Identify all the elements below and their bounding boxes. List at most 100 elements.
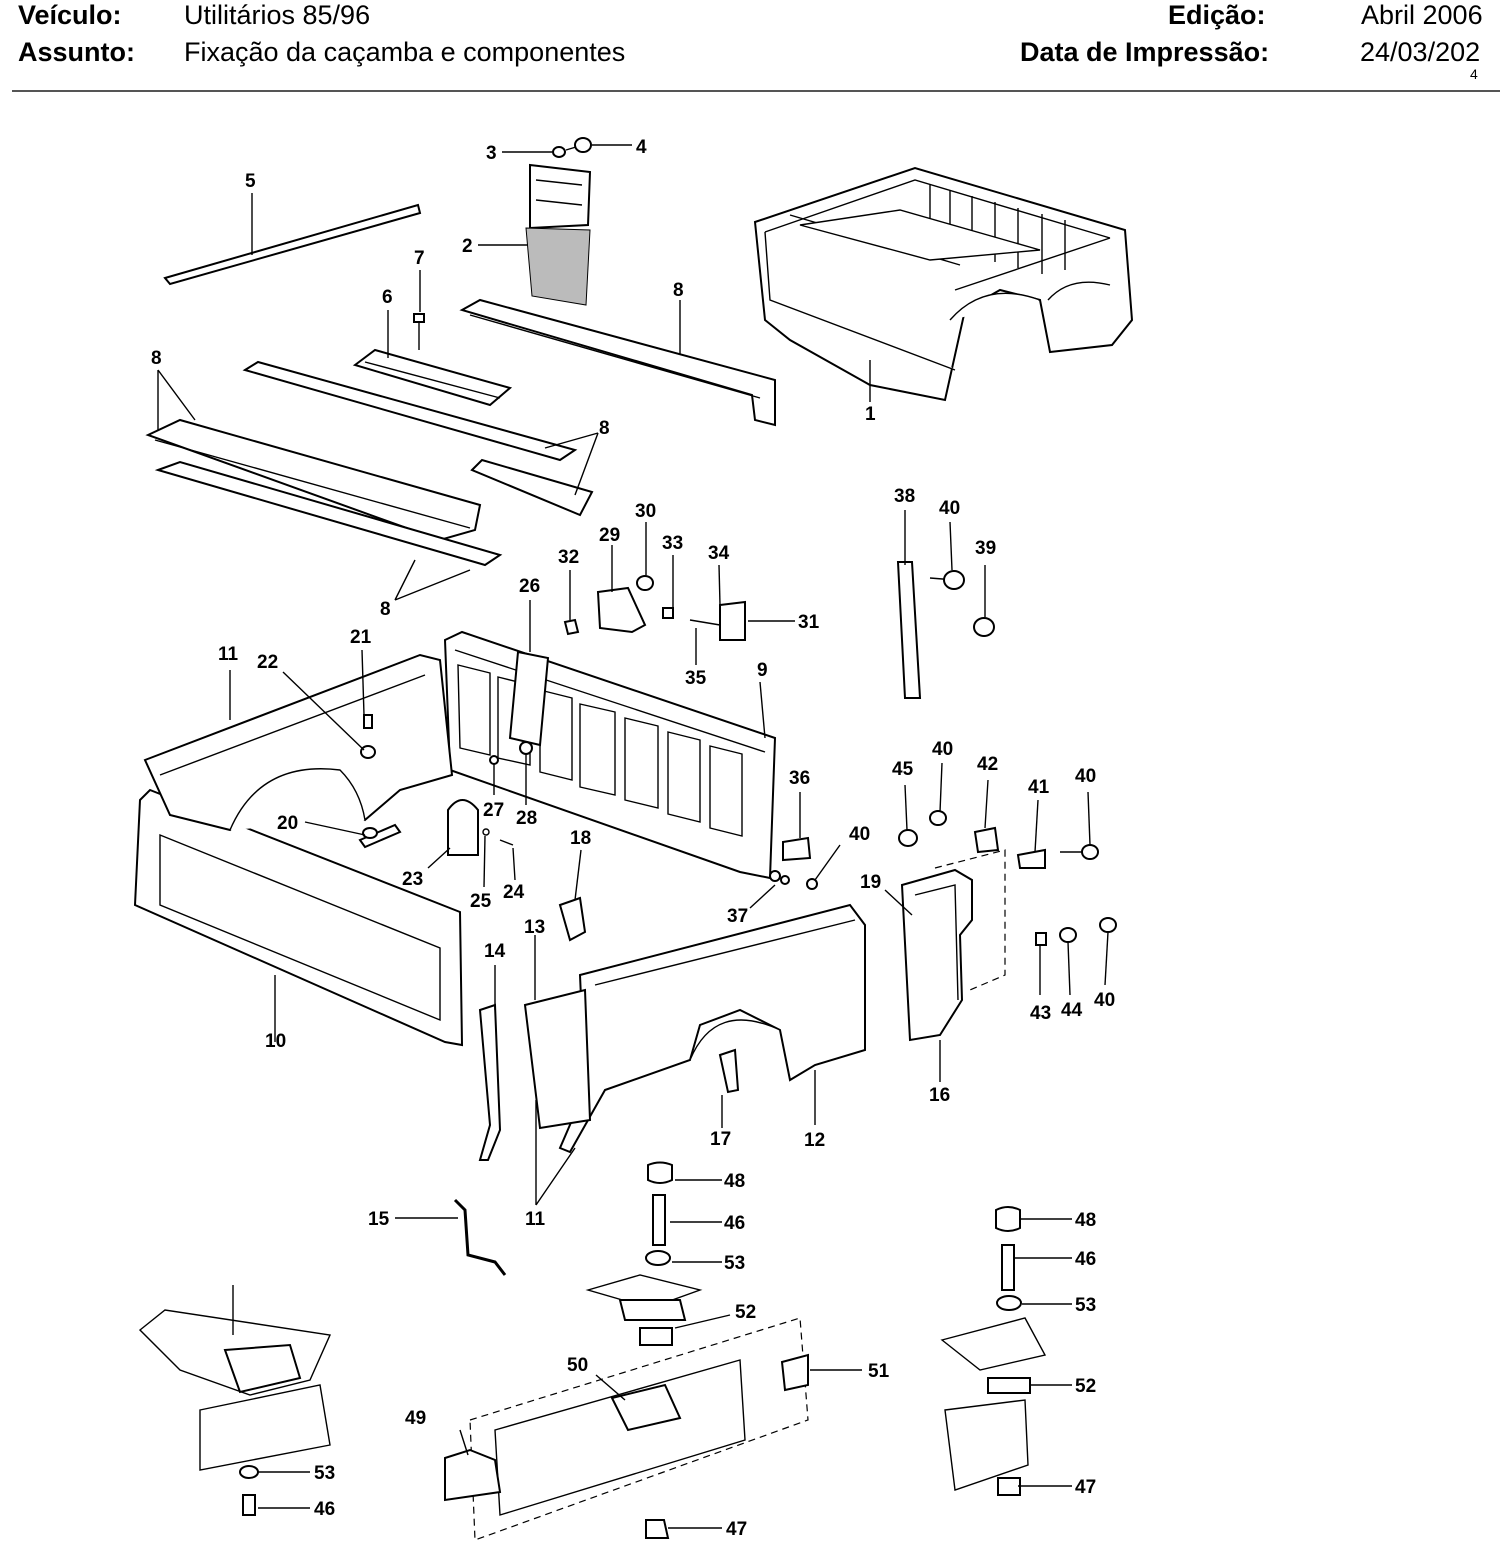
- part-26-seal: [508, 650, 550, 747]
- part-6-7-crossmember: [352, 313, 513, 407]
- callout-29: 29: [599, 525, 620, 546]
- callout-26: 26: [519, 576, 540, 597]
- callout-32: 32: [558, 547, 579, 568]
- callout-40-d: 40: [849, 824, 870, 845]
- part-18-hook: [558, 896, 587, 942]
- subject-label: Assunto:: [18, 37, 135, 67]
- callout-49: 49: [405, 1408, 426, 1429]
- print-date-overflow: 4: [1470, 66, 1478, 82]
- callout-40-b: 40: [932, 739, 953, 760]
- part-16-19-lamp-housing: [900, 868, 973, 1042]
- callout-12: 12: [804, 1130, 825, 1151]
- callout-3: 3: [486, 143, 497, 164]
- callout-42: 42: [977, 754, 998, 775]
- parts-36-37-hinges: [769, 836, 818, 890]
- callout-30: 30: [635, 501, 656, 522]
- part-2-mud-flap: [525, 163, 592, 306]
- callout-1: 1: [865, 404, 876, 425]
- vehicle-value: Utilitários 85/96: [184, 0, 371, 30]
- callout-38: 38: [894, 486, 915, 507]
- callout-34: 34: [708, 543, 730, 564]
- callout-labels: 1 2 3 4 5 6 7 8 8 8 8 8 9 10 11 11 12 13…: [151, 137, 1115, 1540]
- header-rule: [12, 90, 1500, 92]
- callout-11-top: 11: [218, 644, 239, 665]
- edition-value: Abril 2006: [1361, 0, 1483, 30]
- print-date-label: Data de Impressão:: [1020, 37, 1270, 67]
- callout-5: 5: [245, 171, 256, 192]
- callout-47-right: 47: [1075, 1477, 1096, 1498]
- callout-16: 16: [929, 1085, 950, 1106]
- callout-48-right: 48: [1075, 1210, 1096, 1231]
- callout-52-center: 52: [735, 1302, 756, 1323]
- part-12-right-side: [558, 903, 866, 1154]
- callout-40-c: 40: [1075, 766, 1096, 787]
- part-11-wheelhouse: [143, 653, 454, 832]
- callout-45: 45: [892, 759, 914, 780]
- callout-27: 27: [483, 800, 504, 821]
- edition-label: Edição:: [1168, 0, 1266, 30]
- center-mount-detail: [444, 1161, 809, 1541]
- callout-43: 43: [1030, 1003, 1051, 1024]
- callout-22: 22: [257, 652, 278, 673]
- subject-value: Fixação da caçamba e componentes: [184, 37, 626, 67]
- callout-33: 33: [662, 533, 683, 554]
- callout-40-a: 40: [939, 498, 960, 519]
- callout-46-right: 46: [1075, 1249, 1096, 1270]
- callout-24: 24: [503, 882, 525, 903]
- callout-19: 19: [860, 872, 881, 893]
- callout-9: 9: [757, 660, 768, 681]
- callout-23: 23: [402, 869, 423, 890]
- callout-18: 18: [570, 828, 591, 849]
- parts-20-25-fasteners: [358, 714, 514, 856]
- callout-36: 36: [789, 768, 810, 789]
- part-8-runners: [145, 298, 776, 567]
- callout-46-center: 46: [724, 1213, 745, 1234]
- callout-46-left: 46: [314, 1499, 335, 1520]
- part-10-side-panel: [133, 788, 464, 1047]
- callout-31: 31: [798, 612, 820, 633]
- part-14-seal-strip: [478, 1003, 502, 1161]
- parts-29-35-latch-assembly: [563, 575, 746, 641]
- callout-53-left: 53: [314, 1463, 335, 1484]
- part-1-pickup-bed: [753, 166, 1134, 402]
- parts-38-39-strap: [896, 561, 995, 699]
- callout-8-bottom: 8: [380, 599, 391, 620]
- callout-6: 6: [382, 287, 393, 308]
- part-15-rod: [453, 1198, 507, 1276]
- callout-50: 50: [567, 1355, 588, 1376]
- callout-14: 14: [484, 941, 506, 962]
- bottom-left-mount-detail: [138, 1285, 332, 1516]
- callout-41: 41: [1028, 777, 1050, 798]
- callout-53-center: 53: [724, 1253, 745, 1274]
- callout-48-center: 48: [724, 1171, 745, 1192]
- part-17-bracket: [718, 1048, 740, 1094]
- callout-8-right: 8: [599, 418, 610, 439]
- callout-7: 7: [414, 248, 425, 269]
- callout-11-bottom: 11: [525, 1209, 546, 1230]
- callout-21: 21: [350, 627, 372, 648]
- part-13-corner-post: [523, 988, 592, 1130]
- leader-lines: [157, 144, 1109, 1529]
- callout-15: 15: [368, 1209, 390, 1230]
- callout-8-left: 8: [151, 348, 162, 369]
- vehicle-label: Veículo:: [18, 0, 122, 30]
- callout-47-center: 47: [726, 1519, 747, 1540]
- callout-28: 28: [516, 808, 537, 829]
- callout-35: 35: [685, 668, 707, 689]
- callout-53-right: 53: [1075, 1295, 1096, 1316]
- part-5-rail: [163, 203, 422, 286]
- callout-37: 37: [727, 906, 748, 927]
- callout-39: 39: [975, 538, 996, 559]
- callout-51: 51: [868, 1361, 890, 1382]
- callout-8-top: 8: [673, 280, 684, 301]
- print-date-value: 24/03/202: [1360, 37, 1481, 67]
- callout-25: 25: [470, 891, 492, 912]
- callout-52-right: 52: [1075, 1376, 1096, 1397]
- callout-2: 2: [462, 236, 473, 257]
- callout-4: 4: [636, 137, 647, 158]
- callout-20: 20: [277, 813, 298, 834]
- callout-17: 17: [710, 1129, 731, 1150]
- callout-10: 10: [265, 1031, 286, 1052]
- part-3-4-fasteners: [552, 137, 592, 158]
